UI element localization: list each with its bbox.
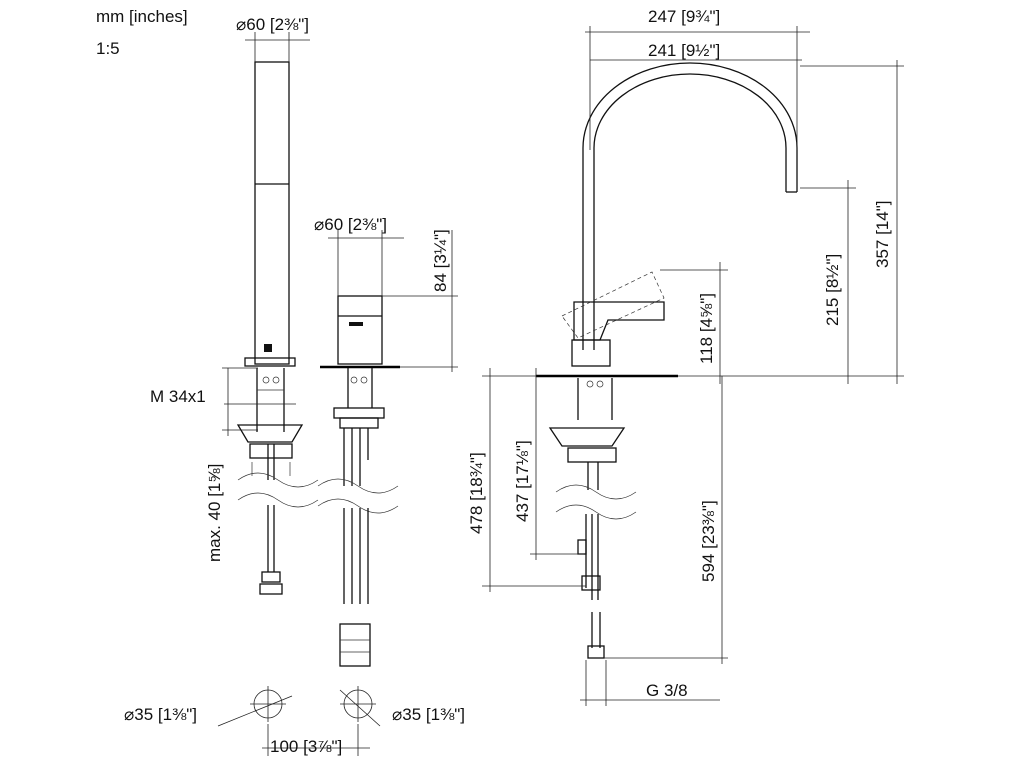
dimension-lines <box>217 26 904 756</box>
mixer-side-view <box>317 295 400 667</box>
dim-g38: G 3/8 <box>646 681 688 700</box>
dim-215: 215 [8½"] <box>823 254 842 326</box>
dim-diameter-60-left: ⌀60 [2⅜"] <box>236 15 309 34</box>
dim-84: 84 [3¼"] <box>431 229 450 292</box>
dim-diameter-35-left: ⌀35 [1⅜"] <box>124 705 197 724</box>
dim-118: 118 [4⅝"] <box>697 293 716 364</box>
dim-diameter-35-right: ⌀35 [1⅜"] <box>392 705 465 724</box>
dim-247: 247 [9¾"] <box>648 7 720 26</box>
dim-100: 100 [3⅞"] <box>270 737 342 756</box>
hand-shower-side-view <box>236 61 319 595</box>
dim-diameter-60-middle: ⌀60 [2⅜"] <box>314 215 387 234</box>
units-label: mm [inches] <box>96 7 188 26</box>
faucet-side-view <box>536 62 798 659</box>
dim-437: 437 [17⅛"] <box>513 440 532 522</box>
dim-357: 357 [14"] <box>873 200 892 268</box>
dim-max-40: max. 40 [1⅝] <box>205 464 224 562</box>
dim-478: 478 [18¾"] <box>467 452 486 534</box>
scale-label: 1:5 <box>96 39 120 58</box>
dim-241: 241 [9½"] <box>648 41 720 60</box>
dim-m34: M 34x1 <box>150 387 206 406</box>
dim-594: 594 [23⅜"] <box>699 500 718 582</box>
